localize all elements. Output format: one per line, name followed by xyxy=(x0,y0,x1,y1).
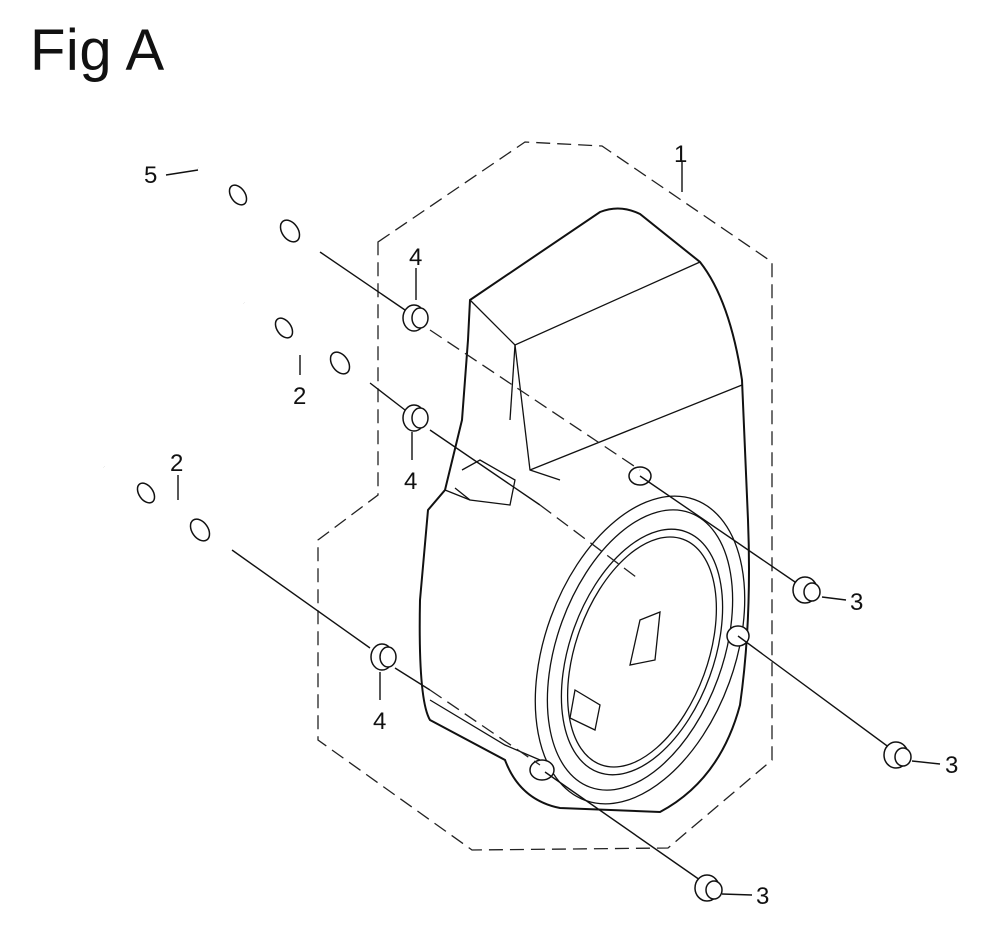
callout-3-right-upper: 3 xyxy=(850,589,863,616)
callout-tick-3c xyxy=(721,893,753,896)
nut-bottom[interactable] xyxy=(694,874,723,902)
leader-low-axis xyxy=(394,667,431,691)
leader-low-axis-c xyxy=(544,771,701,881)
nut-right-lower[interactable] xyxy=(883,741,912,769)
leader-top-axis xyxy=(429,329,641,471)
assembly-boundary xyxy=(317,141,773,851)
callout-4-lower: 4 xyxy=(373,708,386,735)
callout-1: 1 xyxy=(674,141,687,168)
bolt-top[interactable] xyxy=(196,166,322,254)
leader-top-axis-b xyxy=(639,475,796,583)
bolt-lower[interactable] xyxy=(102,465,234,552)
callout-3-right-lower: 3 xyxy=(945,752,958,779)
callout-2-lower: 2 xyxy=(170,450,183,477)
callout-4-top: 4 xyxy=(409,244,422,271)
leader-low-bolt xyxy=(231,549,371,649)
leader-mid-bolt xyxy=(369,382,406,411)
leader-top-bolt xyxy=(319,251,406,311)
callout-tick-3a xyxy=(821,596,847,601)
bolt-middle[interactable] xyxy=(242,301,372,385)
collar-middle[interactable] xyxy=(402,404,429,432)
fan-shroud[interactable] xyxy=(418,207,784,832)
callout-tick-5 xyxy=(165,169,199,176)
callout-tick-3b xyxy=(911,760,941,765)
callout-3-bottom: 3 xyxy=(756,883,769,910)
callout-4-middle: 4 xyxy=(404,468,417,495)
figure-title: Fig A xyxy=(30,18,165,83)
collar-lower[interactable] xyxy=(370,643,397,671)
callout-2-middle: 2 xyxy=(293,383,306,410)
collar-top[interactable] xyxy=(402,304,429,332)
nut-right-upper[interactable] xyxy=(792,576,821,604)
leader-mid-axis xyxy=(429,429,541,506)
callout-5: 5 xyxy=(144,162,157,189)
leader-mid-axis-c xyxy=(737,635,891,749)
leader-low-axis-b xyxy=(429,689,541,766)
